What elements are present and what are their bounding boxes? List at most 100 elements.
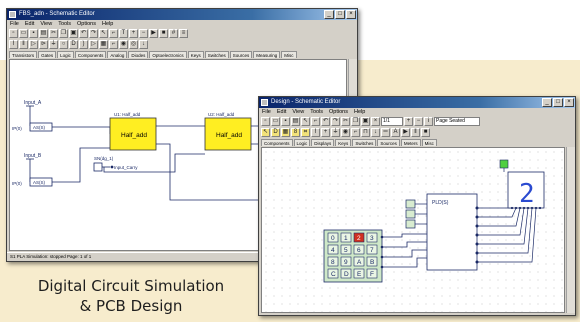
- new-icon[interactable]: ▫: [261, 117, 270, 126]
- tab-meters[interactable]: Meters: [400, 139, 421, 146]
- open-icon[interactable]: ▭: [271, 117, 280, 126]
- zoom-combo[interactable]: 1/1: [381, 117, 403, 126]
- keypad-key[interactable]: [353, 244, 365, 255]
- zoom-out-icon[interactable]: −: [139, 29, 148, 38]
- tab-transistors[interactable]: Transistors: [9, 51, 38, 58]
- cut-icon[interactable]: ✂: [341, 117, 350, 126]
- keypad-key[interactable]: [366, 244, 378, 255]
- save-icon[interactable]: ▪: [29, 29, 38, 38]
- menu-edit[interactable]: Edit: [24, 21, 35, 27]
- select-icon[interactable]: ↖: [99, 29, 108, 38]
- menu-options[interactable]: Options: [329, 109, 348, 115]
- tab-components[interactable]: Components: [261, 139, 293, 146]
- tab-diodes[interactable]: Diodes: [128, 51, 149, 58]
- display-icon[interactable]: 8: [291, 128, 300, 137]
- tab-analog[interactable]: Analog: [107, 51, 128, 58]
- power-icon[interactable]: +: [321, 128, 330, 137]
- tab-displays[interactable]: Displays: [311, 139, 335, 146]
- tab-keys[interactable]: Keys: [187, 51, 204, 58]
- minimize-button[interactable]: _: [324, 10, 334, 19]
- delete-icon[interactable]: ×: [371, 117, 380, 126]
- led-icon[interactable]: ◉: [119, 40, 128, 49]
- text-icon[interactable]: T: [119, 29, 128, 38]
- open-icon[interactable]: ▭: [19, 29, 28, 38]
- switch-icon[interactable]: ⌐: [351, 128, 360, 137]
- menu-help[interactable]: Help: [354, 109, 366, 115]
- half-adder-1[interactable]: [109, 117, 157, 151]
- tab-switches[interactable]: Switches: [204, 51, 229, 58]
- chip-icon[interactable]: ▦: [281, 128, 290, 137]
- tab-components[interactable]: Components: [74, 51, 107, 58]
- wire-icon[interactable]: ⌐: [109, 29, 118, 38]
- diode-icon[interactable]: ▷: [29, 40, 38, 49]
- bus-icon[interactable]: ═: [381, 128, 390, 137]
- run-icon[interactable]: ▶: [401, 128, 410, 137]
- maximize-button[interactable]: □: [335, 10, 345, 19]
- source-icon[interactable]: ○: [59, 40, 68, 49]
- tab-sources[interactable]: Sources: [377, 139, 400, 146]
- and-gate-icon[interactable]: D: [69, 40, 78, 49]
- probe-icon[interactable]: ↓: [371, 128, 380, 137]
- title-bar[interactable]: Design - Schematic Editor _ □ ×: [259, 97, 575, 108]
- keypad-key[interactable]: [340, 256, 352, 267]
- paste-icon[interactable]: ▣: [361, 117, 370, 126]
- minimize-button[interactable]: _: [542, 98, 552, 107]
- paste-icon[interactable]: ▣: [69, 29, 78, 38]
- label-icon[interactable]: A: [391, 128, 400, 137]
- tab-logic[interactable]: Logic: [57, 51, 74, 58]
- toggle-switch-2[interactable]: [405, 209, 416, 219]
- save-icon[interactable]: ▪: [281, 117, 290, 126]
- keypad-key[interactable]: [366, 268, 378, 279]
- zoom-in-icon[interactable]: +: [404, 117, 413, 126]
- print-icon[interactable]: ▤: [291, 117, 300, 126]
- pointer-icon[interactable]: ↖: [261, 128, 270, 137]
- grid-icon[interactable]: #: [169, 29, 178, 38]
- tab-misc[interactable]: Misc: [281, 51, 297, 58]
- menu-options[interactable]: Options: [77, 21, 96, 27]
- tab-logic[interactable]: Logic: [293, 139, 311, 146]
- carry-switch[interactable]: [93, 162, 103, 172]
- menu-tools[interactable]: Tools: [310, 109, 324, 115]
- redo-icon[interactable]: ↷: [331, 117, 340, 126]
- or-gate-icon[interactable]: ): [79, 40, 88, 49]
- zoom-out-icon[interactable]: −: [414, 117, 423, 126]
- ground-icon[interactable]: ⏚: [331, 128, 340, 137]
- maximize-button[interactable]: □: [553, 98, 563, 107]
- keypad-key[interactable]: [327, 232, 339, 243]
- not-gate-icon[interactable]: ▷: [89, 40, 98, 49]
- keypad-key[interactable]: [340, 268, 352, 279]
- undo-icon[interactable]: ↶: [321, 117, 330, 126]
- tab-measuring[interactable]: Measuring: [253, 51, 281, 58]
- stop-icon[interactable]: ■: [421, 128, 430, 137]
- resistor-icon[interactable]: ⌇: [9, 40, 18, 49]
- transistor-icon[interactable]: ⊳: [39, 40, 48, 49]
- flipflop-icon[interactable]: ▦: [99, 40, 108, 49]
- keypad-key[interactable]: [327, 244, 339, 255]
- resistor-icon[interactable]: ⌇: [311, 128, 320, 137]
- close-button[interactable]: ×: [346, 10, 356, 19]
- half-adder-2[interactable]: [204, 117, 252, 151]
- vertical-scrollbar[interactable]: [566, 147, 575, 313]
- copy-icon[interactable]: ❐: [351, 117, 360, 126]
- undo-icon[interactable]: ↶: [79, 29, 88, 38]
- meter-icon[interactable]: ◎: [129, 40, 138, 49]
- gate-icon[interactable]: D: [271, 128, 280, 137]
- cut-icon[interactable]: ✂: [49, 29, 58, 38]
- keypad-key[interactable]: [340, 244, 352, 255]
- toggle-switch-3[interactable]: [405, 219, 416, 229]
- led-icon[interactable]: ◉: [341, 128, 350, 137]
- keypad-key[interactable]: [353, 268, 365, 279]
- stop-icon[interactable]: ■: [159, 29, 168, 38]
- close-button[interactable]: ×: [564, 98, 574, 107]
- zoom-in-icon[interactable]: +: [129, 29, 138, 38]
- ground-icon[interactable]: ⏚: [49, 40, 58, 49]
- menu-view[interactable]: View: [40, 21, 53, 27]
- keypad-key[interactable]: [327, 268, 339, 279]
- run-icon[interactable]: ▶: [149, 29, 158, 38]
- info-icon[interactable]: i: [424, 117, 433, 126]
- menu-view[interactable]: View: [292, 109, 305, 115]
- tab-keys[interactable]: Keys: [335, 139, 352, 146]
- switch-icon[interactable]: ⌐: [109, 40, 118, 49]
- print-icon[interactable]: ▤: [39, 29, 48, 38]
